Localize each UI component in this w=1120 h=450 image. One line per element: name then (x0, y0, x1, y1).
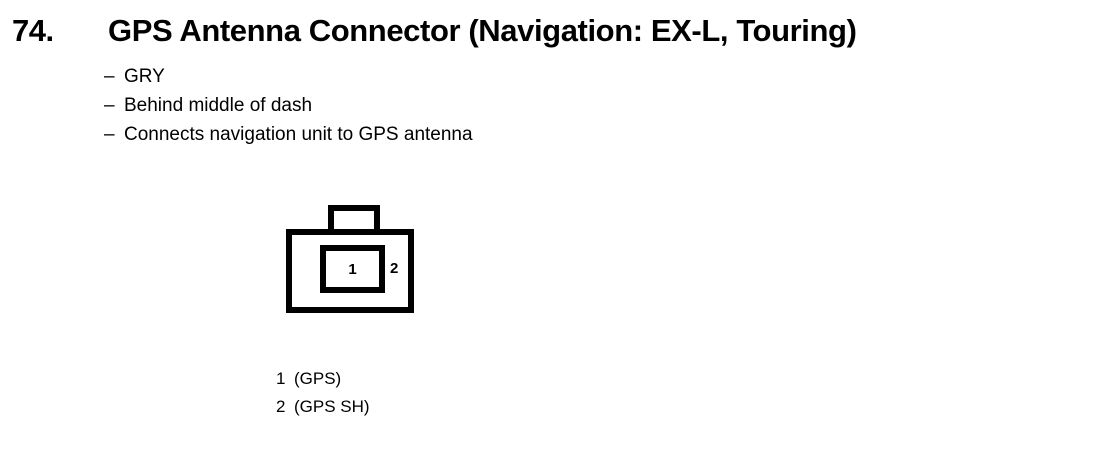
list-item-label: Behind middle of dash (124, 95, 313, 116)
bullet-dash-icon: – (104, 95, 115, 116)
pin-1-number-label: 1 (348, 260, 357, 278)
legend-pin-number: 1 (276, 369, 286, 388)
connector-spec-list: – GRY – Behind middle of dash – Connects… (104, 64, 804, 151)
title-text: GPS Antenna Connector (Navigation: EX-L,… (108, 13, 857, 48)
list-item-label: Connects navigation unit to GPS antenna (124, 124, 473, 145)
list-item: – GRY (104, 64, 804, 93)
legend-pin-description: (GPS) (294, 369, 342, 388)
pin-1-cavity: 1 (320, 245, 385, 293)
list-item-label: GRY (124, 66, 165, 87)
list-item: – Behind middle of dash (104, 93, 804, 122)
pin-legend: 1 (GPS) 2 (GPS SH) (276, 368, 576, 424)
list-item: 1 (GPS) (276, 368, 576, 396)
bullet-dash-icon: – (104, 66, 115, 87)
list-item: – Connects navigation unit to GPS antenn… (104, 122, 804, 151)
legend-pin-number: 2 (276, 397, 286, 416)
list-item: 2 (GPS SH) (276, 396, 576, 424)
bullet-dash-icon: – (104, 124, 115, 145)
legend-pin-description: (GPS SH) (294, 397, 370, 416)
connector-diagram: 1 2 (284, 205, 420, 317)
item-number: 74. (12, 13, 54, 48)
connector-lock-tab (328, 205, 380, 233)
pin-2-number-label: 2 (390, 260, 399, 277)
page-title: 74. GPS Antenna Connector (Navigation: E… (12, 12, 1108, 54)
